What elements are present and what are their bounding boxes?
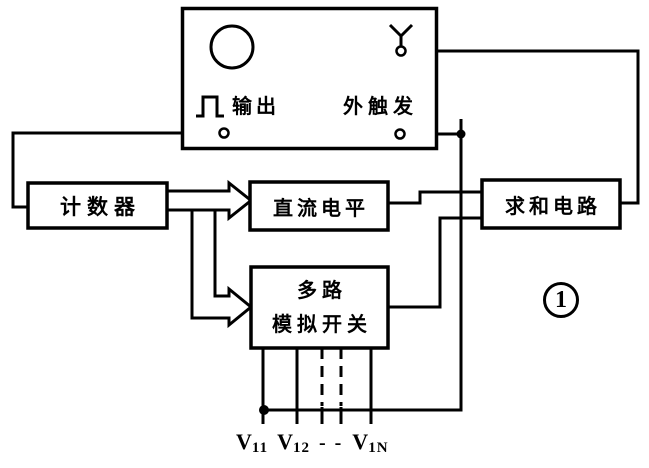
wire-dc-to-summing (388, 190, 482, 205)
trigger-bus-junction-dot (456, 129, 466, 139)
dc-level-label: 直流电平 (273, 197, 369, 220)
figure-number-badge: 1 (543, 282, 579, 318)
mux-label: 多路 模拟开关 (251, 267, 388, 348)
output-terminal (218, 127, 230, 139)
pulse-waveform-icon (196, 95, 224, 118)
mux-label-line1: 多路 (297, 279, 347, 302)
antenna-probe-icon (388, 23, 414, 57)
figure-number: 1 (555, 286, 567, 313)
channel-label-v11: V11 (236, 429, 269, 456)
ext-trigger-terminal (394, 128, 406, 140)
wire-output-to-counter (11, 131, 220, 209)
counter-box (26, 181, 169, 230)
wire-probe-to-summing (406, 49, 640, 205)
knob-circle-icon (209, 24, 255, 70)
channel-input-labels: V11 V12 - - V1N (236, 429, 389, 456)
wire-mux-to-summing (388, 216, 482, 309)
channel-label-ellipsis: - - (318, 432, 344, 454)
ext-trigger-label: 外触发 (343, 96, 418, 118)
channel-label-v1n: V1N (352, 429, 389, 456)
channel-label-v12: V12 (277, 429, 310, 456)
counter-to-mux-arrow (190, 208, 254, 329)
generator-output-label: 输出 (232, 96, 280, 118)
rail-junction-dot (259, 405, 269, 415)
mux-label-line2: 模拟开关 (272, 313, 372, 336)
summing-label: 求和电路 (505, 195, 601, 218)
generator-box (180, 6, 439, 151)
dc-level-box (248, 180, 390, 232)
mux-box (249, 265, 390, 350)
counter-label: 计数器 (60, 195, 141, 219)
summing-box (480, 178, 622, 230)
counter-to-dc-arrow (165, 179, 254, 222)
